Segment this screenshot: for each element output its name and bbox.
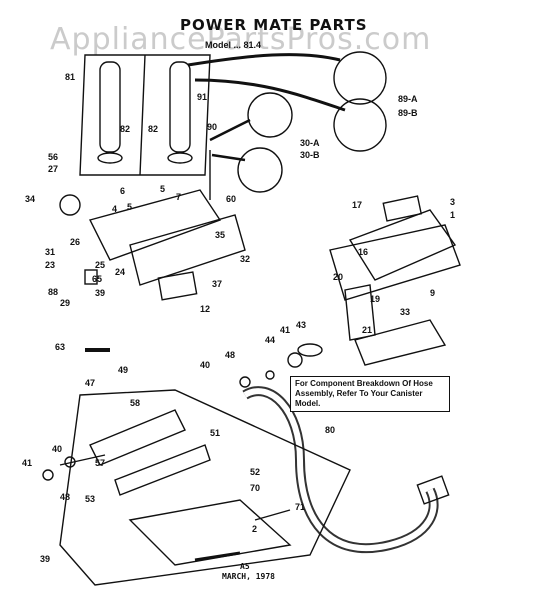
callout: 91 <box>197 92 207 102</box>
callout: 4 <box>112 204 117 214</box>
callout: 35 <box>215 230 225 240</box>
callout: 40 <box>52 444 62 454</box>
callout: 1 <box>450 210 455 220</box>
callout: 88 <box>48 287 58 297</box>
callout: 39 <box>95 288 105 298</box>
tube-box <box>79 54 211 176</box>
callout: 30-A <box>300 138 320 148</box>
model-reference: Model ... 81.4 <box>205 40 262 50</box>
callout: 31 <box>45 247 55 257</box>
callout: 43 <box>296 320 306 330</box>
circle-89a <box>333 51 387 105</box>
callout: 41 <box>22 458 32 468</box>
powerhead-box <box>59 389 351 586</box>
callout: 89-B <box>398 108 418 118</box>
callout: 25 <box>95 260 105 270</box>
callout: 44 <box>265 335 275 345</box>
callout: 9 <box>430 288 435 298</box>
callout: 37 <box>212 279 222 289</box>
callout: 6 <box>120 186 125 196</box>
callout: 52 <box>250 467 260 477</box>
callout: 53 <box>85 494 95 504</box>
callout: 20 <box>333 272 343 282</box>
tube-82 <box>169 61 191 153</box>
callout: 48 <box>60 492 70 502</box>
circle-89b <box>333 98 387 152</box>
callout: 26 <box>70 237 80 247</box>
callout: 5 <box>127 202 132 212</box>
callout: 2 <box>252 524 257 534</box>
cover-3 <box>348 209 457 281</box>
callout: 41 <box>280 325 290 335</box>
diagram-title: POWER MATE PARTS <box>180 16 368 34</box>
callout: 16 <box>358 247 368 257</box>
callout: 70 <box>250 483 260 493</box>
callout: 34 <box>25 194 35 204</box>
callout: 82 <box>120 124 130 134</box>
callout: 47 <box>85 378 95 388</box>
callout: 3 <box>450 197 455 207</box>
callout: 24 <box>115 267 125 277</box>
callout: 5 <box>160 184 165 194</box>
callout: 29 <box>60 298 70 308</box>
callout: 39 <box>40 554 50 564</box>
callout: 7 <box>176 192 181 202</box>
callout: 17 <box>352 200 362 210</box>
hose-assembly-note: For Component Breakdown Of Hose Assembly… <box>290 376 450 412</box>
callout: 60 <box>226 194 236 204</box>
callout: 49 <box>118 365 128 375</box>
callout: 19 <box>370 294 380 304</box>
callout: 56 <box>48 152 58 162</box>
tube-81 <box>99 61 121 153</box>
circle-30b <box>237 147 283 193</box>
callout: 81 <box>65 72 75 82</box>
callout: 89-A <box>398 94 418 104</box>
callout: 63 <box>55 342 65 352</box>
callout: 71 <box>295 502 305 512</box>
callout: 12 <box>200 304 210 314</box>
callout: 23 <box>45 260 55 270</box>
callout: 40 <box>200 360 210 370</box>
callout: 57 <box>95 458 105 468</box>
callout: 65 <box>92 274 102 284</box>
callout: 58 <box>130 398 140 408</box>
circle-30a <box>247 92 293 138</box>
callout: 33 <box>400 307 410 317</box>
footer-code: A5 <box>240 562 250 571</box>
callout: 90 <box>207 122 217 132</box>
footer-date: MARCH, 1978 <box>222 572 275 581</box>
callout: 48 <box>225 350 235 360</box>
callout: 30-B <box>300 150 320 160</box>
callout: 32 <box>240 254 250 264</box>
callout: 80 <box>325 425 335 435</box>
callout: 27 <box>48 164 58 174</box>
callout: 21 <box>362 325 372 335</box>
callout: 51 <box>210 428 220 438</box>
callout: 82 <box>148 124 158 134</box>
